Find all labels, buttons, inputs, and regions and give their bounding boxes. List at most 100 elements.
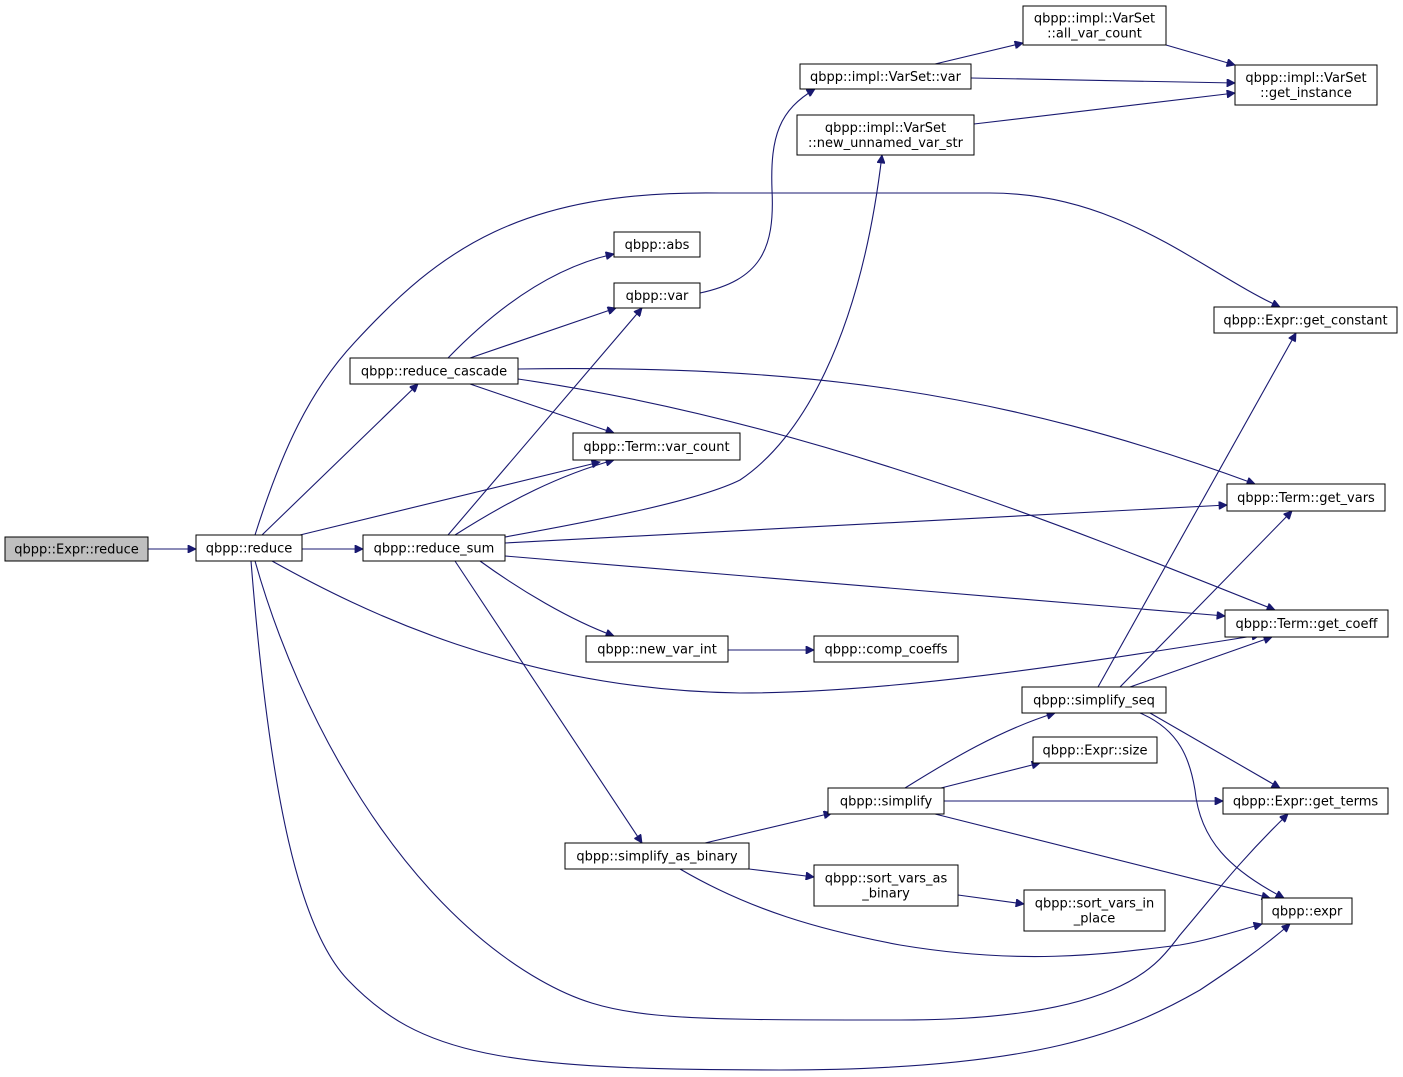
node-expr-reduce: qbpp::Expr::reduce: [4, 536, 149, 562]
edge-varset_var-to-varset_get_instance: [970, 77, 1235, 83]
edge-reduce_cascade-to-term_get_coeff: [517, 378, 1275, 610]
edge-simplify_seq-to-term_get_vars: [1119, 511, 1292, 688]
edge-reduce-to-expr_get_terms: [254, 560, 1288, 1021]
node-sort-vars-as-binary[interactable]: qbpp::sort_vars_as_binary: [813, 864, 959, 907]
node-abs[interactable]: qbpp::abs: [613, 231, 701, 258]
node-box: [362, 534, 506, 562]
node-label: qbpp::Expr::size: [1042, 744, 1147, 759]
node-label: qbpp::comp_coeffs: [824, 643, 947, 658]
node-box: [1261, 897, 1353, 925]
node-box: [1213, 306, 1398, 334]
node-label: qbpp::Term::get_vars: [1237, 491, 1375, 506]
edge-simplify_as_binary-to-sort_vars_as_binary: [748, 868, 814, 877]
node-term-var-count[interactable]: qbpp::Term::var_count: [572, 432, 741, 461]
function-nodes: qbpp::Expr::reduce qbpp::reduce qbpp::redu…: [4, 5, 1398, 932]
node-box: [4, 536, 149, 562]
edge-reduce_sum-to-term_get_vars: [504, 505, 1227, 544]
node-box: [613, 282, 701, 309]
edge-reduce-to-expr: [250, 560, 1290, 1071]
node-box: [1022, 5, 1167, 46]
node-label: qbpp::var: [626, 289, 689, 304]
node-term-get-vars[interactable]: qbpp::Term::get_vars: [1226, 483, 1386, 512]
node-box: [1023, 889, 1166, 932]
node-label: qbpp::sort_vars_in: [1035, 897, 1155, 912]
node-box: [1226, 483, 1386, 512]
node-label: ::new_unnamed_var_str: [808, 136, 964, 151]
node-comp-coeffs[interactable]: qbpp::comp_coeffs: [813, 635, 959, 663]
node-box: [827, 787, 945, 815]
node-label: qbpp::impl::VarSet::var: [810, 70, 962, 85]
node-expr-get-terms[interactable]: qbpp::Expr::get_terms: [1222, 787, 1389, 815]
edge-varset_all_var_count-to-varset_get_instance: [1165, 44, 1235, 65]
edge-simplify_seq-to-term_get_coeff: [1129, 637, 1272, 688]
edge-varset_var-to-varset_all_var_count: [934, 43, 1023, 65]
edge-simplify-to-expr_size: [940, 763, 1040, 789]
edge-simplify-to-simplify_seq: [904, 713, 1055, 789]
edge-reduce-to-term_get_coeff: [271, 560, 1260, 694]
edge-simplify_seq-to-expr_get_terms: [1149, 712, 1280, 789]
edge-simplify_seq-to-expr_get_constant: [1097, 333, 1297, 688]
node-box: [564, 842, 750, 870]
edge-simplify_as_binary-to-simplify: [704, 813, 832, 844]
node-varset-get-instance[interactable]: qbpp::impl::VarSet::get_instance: [1234, 64, 1378, 106]
edge-reduce_sum-to-new_var_int: [479, 560, 614, 636]
edge-reduce_sum-to-simplify_as_binary: [454, 560, 642, 843]
node-new-var-int[interactable]: qbpp::new_var_int: [585, 635, 729, 663]
node-box: [796, 114, 975, 156]
node-label: qbpp::simplify_seq: [1033, 694, 1155, 709]
node-label: qbpp::reduce_cascade: [361, 365, 507, 380]
node-varset-var[interactable]: qbpp::impl::VarSet::var: [799, 63, 972, 90]
node-label: ::all_var_count: [1047, 27, 1142, 42]
node-box: [813, 864, 959, 907]
node-var[interactable]: qbpp::var: [613, 282, 701, 309]
node-label: qbpp::new_var_int: [597, 643, 717, 658]
node-varset-new-unnamed[interactable]: qbpp::impl::VarSet::new_unnamed_var_str: [796, 114, 975, 156]
node-label: qbpp::Expr::reduce: [14, 543, 139, 558]
edge-reduce_cascade-to-term_get_vars: [517, 368, 1255, 484]
node-label: qbpp::Expr::get_terms: [1233, 795, 1379, 810]
node-label: qbpp::simplify: [840, 795, 933, 810]
node-label: qbpp::Expr::get_constant: [1223, 314, 1387, 329]
node-label: qbpp::impl::VarSet: [1034, 12, 1155, 27]
edge-reduce_sum-to-term_var_count: [454, 460, 614, 536]
edge-simplify-to-expr: [934, 813, 1270, 898]
node-label: _place: [1073, 912, 1115, 927]
node-box: [349, 357, 519, 385]
node-label: qbpp::Term::get_coeff: [1236, 617, 1379, 632]
node-varset-all-var-count[interactable]: qbpp::impl::VarSet::all_var_count: [1022, 5, 1167, 46]
node-label: qbpp::impl::VarSet: [825, 121, 946, 136]
node-label: qbpp::reduce_sum: [374, 542, 495, 557]
node-simplify[interactable]: qbpp::simplify: [827, 787, 945, 815]
node-box: [613, 231, 701, 258]
node-expr[interactable]: qbpp::expr: [1261, 897, 1353, 925]
node-box: [799, 63, 972, 90]
node-label: ::get_instance: [1260, 86, 1352, 101]
edge-simplify_seq-to-expr: [1139, 712, 1284, 899]
edge-sort_vars_as_binary-to-sort_vars_in_place: [957, 894, 1024, 904]
node-box: [1222, 787, 1389, 815]
edge-var-to-varset_var: [699, 88, 815, 294]
node-expr-size[interactable]: qbpp::Expr::size: [1032, 736, 1158, 764]
edge-reduce_sum-to-varset_new_unnamed: [504, 155, 882, 538]
node-label: qbpp::sort_vars_as: [825, 872, 948, 887]
edge-varset_new_unnamed-to-varset_get_instance: [973, 93, 1235, 125]
node-reduce-cascade[interactable]: qbpp::reduce_cascade: [349, 357, 519, 385]
node-box: [1234, 64, 1378, 106]
node-sort-vars-in-place[interactable]: qbpp::sort_vars_in_place: [1023, 889, 1166, 932]
edge-reduce-to-expr_get_constant: [254, 192, 1280, 536]
node-box: [1021, 686, 1167, 714]
edge-reduce_cascade-to-term_var_count: [469, 383, 614, 433]
edge-reduce-to-reduce_cascade: [261, 384, 418, 536]
edge-reduce_cascade-to-var: [469, 308, 616, 359]
node-term-get-coeff[interactable]: qbpp::Term::get_coeff: [1224, 609, 1389, 638]
node-simplify-seq[interactable]: qbpp::simplify_seq: [1021, 686, 1167, 714]
node-reduce-sum[interactable]: qbpp::reduce_sum: [362, 534, 506, 562]
edge-reduce_cascade-to-abs: [447, 254, 614, 359]
node-label: qbpp::impl::VarSet: [1245, 71, 1366, 86]
node-label: qbpp::reduce: [206, 542, 292, 557]
node-reduce[interactable]: qbpp::reduce: [195, 534, 303, 562]
node-simplify-as-binary[interactable]: qbpp::simplify_as_binary: [564, 842, 750, 870]
edge-simplify_as_binary-to-expr: [679, 868, 1262, 958]
node-expr-get-constant[interactable]: qbpp::Expr::get_constant: [1213, 306, 1398, 334]
node-box: [585, 635, 729, 663]
